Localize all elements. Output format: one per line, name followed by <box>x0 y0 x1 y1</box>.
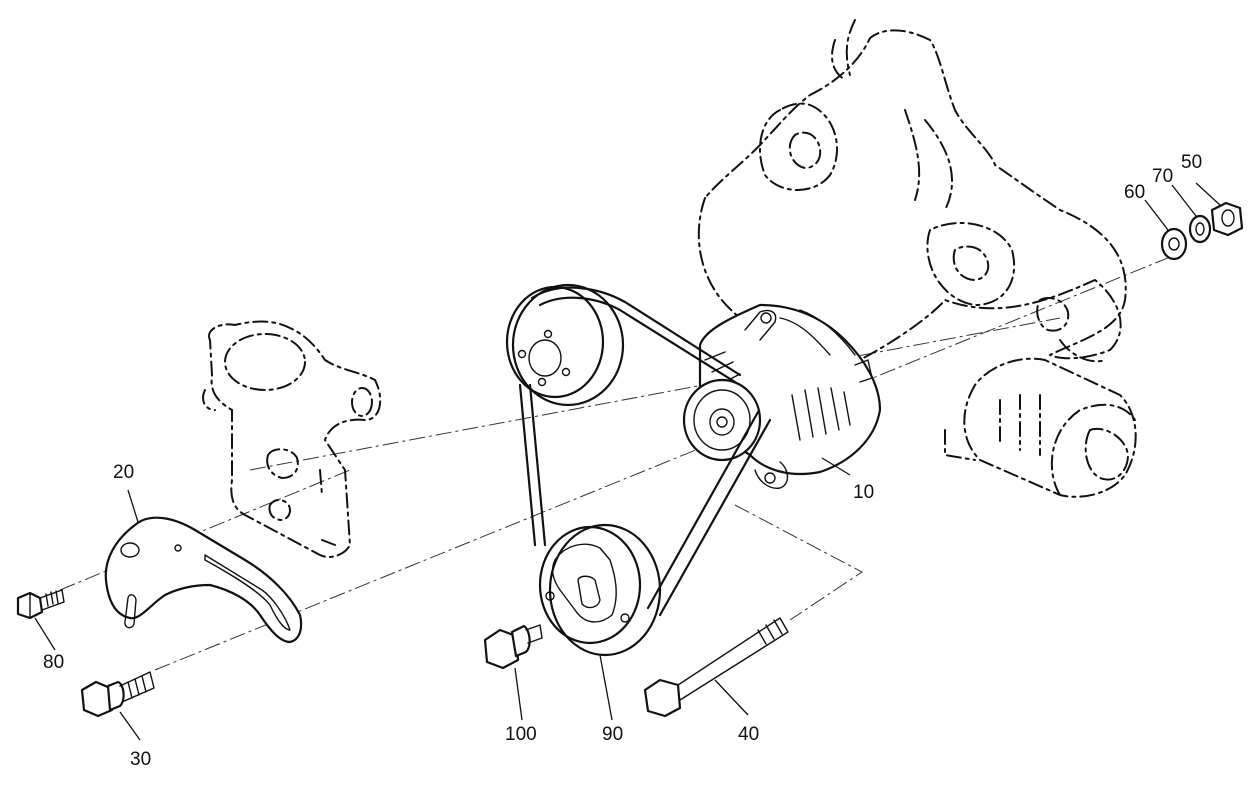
callout-40: 40 <box>738 724 759 745</box>
engine-block-phantom <box>697 19 1127 366</box>
washer-60 <box>1160 227 1188 261</box>
bolt-80 <box>16 589 65 620</box>
callout-50: 50 <box>1181 152 1202 173</box>
callout-80: 80 <box>43 652 64 673</box>
callout-90: 90 <box>602 724 623 745</box>
alternator-bracket <box>104 516 303 644</box>
bolt-40 <box>643 617 789 718</box>
callout-60: 60 <box>1124 182 1145 203</box>
callout-30: 30 <box>130 749 151 770</box>
oil-filter-phantom <box>944 357 1137 498</box>
bolt-100 <box>483 624 543 670</box>
nut-50 <box>1210 201 1244 237</box>
washer-70 <box>1188 214 1212 244</box>
callout-leaders <box>34 182 1221 741</box>
callout-10: 10 <box>853 482 874 503</box>
bolt-30 <box>80 671 155 718</box>
callout-labels: 10 20 30 40 50 60 70 80 90 100 <box>43 152 1202 770</box>
water-pump-housing-phantom <box>202 320 382 558</box>
v-belt <box>518 286 772 617</box>
callout-70: 70 <box>1152 166 1173 187</box>
assembly-axis-lines <box>59 254 1176 671</box>
alternator <box>682 303 882 489</box>
callout-100: 100 <box>505 724 537 745</box>
callout-20: 20 <box>113 462 134 483</box>
crankshaft-pulley <box>538 523 662 657</box>
water-pump-pulley <box>505 283 625 407</box>
